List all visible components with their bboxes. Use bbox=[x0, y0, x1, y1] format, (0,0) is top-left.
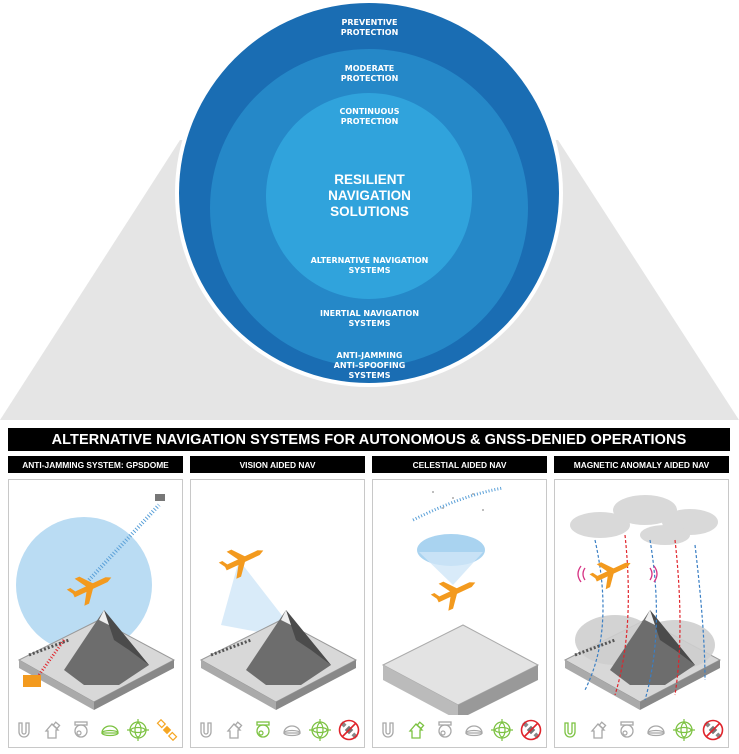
telescope-icon bbox=[588, 719, 610, 741]
mountain bbox=[210, 610, 331, 685]
panel-title: VISION AIDED NAV bbox=[190, 456, 365, 473]
section-title: ALTERNATIVE NAVIGATION SYSTEMS FOR AUTON… bbox=[8, 428, 730, 451]
sensor-icons bbox=[377, 719, 542, 741]
aircraft-icon bbox=[66, 576, 112, 606]
panel-illustration bbox=[554, 479, 729, 748]
magnet-icon bbox=[559, 719, 581, 741]
camera-icon bbox=[70, 719, 92, 741]
camera-icon bbox=[252, 719, 274, 741]
middle-ring-label: MODERATE PROTECTION bbox=[340, 64, 399, 83]
panel-3: CELESTIAL AIDED NAV bbox=[372, 456, 547, 748]
panel-title: ANTI-JAMMING SYSTEM: GPSDOME bbox=[8, 456, 183, 473]
protection-rings-diagram bbox=[0, 3, 739, 420]
middle-ring-system: INERTIAL NAVIGATION SYSTEMS bbox=[319, 309, 420, 328]
jamming-signal bbox=[37, 639, 66, 676]
no-satellite-icon bbox=[520, 719, 542, 741]
antenna-dome-icon bbox=[99, 719, 121, 741]
telescope-icon bbox=[224, 719, 246, 741]
stars bbox=[432, 491, 484, 511]
jammer-vehicle bbox=[23, 675, 41, 687]
antenna-dome-icon bbox=[463, 719, 485, 741]
magnetic-field-lines bbox=[584, 534, 706, 701]
ice-platform bbox=[381, 624, 540, 720]
telescope-icon bbox=[406, 719, 428, 741]
inner-ring bbox=[266, 93, 472, 299]
sensor-waves bbox=[577, 565, 658, 583]
camera-icon bbox=[616, 719, 638, 741]
panel-illustration bbox=[190, 479, 365, 748]
outer-ring-system: ANTI-JAMMING ANTI-SPOOFING SYSTEMS bbox=[333, 351, 406, 380]
gyroscope-icon bbox=[309, 719, 332, 741]
sensor-icons bbox=[13, 718, 178, 742]
gyroscope-icon bbox=[127, 719, 150, 741]
magnet-icon bbox=[13, 719, 35, 741]
camera-icon bbox=[434, 719, 456, 741]
celestial-track bbox=[412, 486, 504, 522]
satellite-signal bbox=[87, 503, 161, 582]
no-satellite-icon bbox=[338, 719, 360, 741]
scene bbox=[381, 486, 540, 720]
inner-ring-system: ALTERNATIVE NAVIGATION SYSTEMS bbox=[310, 256, 429, 275]
satellite-icon bbox=[156, 718, 178, 742]
panel-illustration bbox=[8, 479, 183, 748]
inner-ring-label: CONTINUOUS PROTECTION bbox=[339, 107, 400, 126]
outer-ring-label: PREVENTIVE PROTECTION bbox=[340, 18, 399, 37]
mountain bbox=[574, 610, 695, 685]
panel-illustration bbox=[372, 479, 547, 748]
magnet-icon bbox=[195, 719, 217, 741]
gyroscope-icon bbox=[491, 719, 514, 741]
panel-1: ANTI-JAMMING SYSTEM: GPSDOME bbox=[8, 456, 183, 748]
sensor-icons bbox=[559, 719, 724, 741]
gyroscope-icon bbox=[673, 719, 696, 741]
aircraft-icon bbox=[218, 549, 264, 579]
mountain bbox=[28, 610, 149, 685]
magnet-icon bbox=[377, 719, 399, 741]
clouds bbox=[570, 495, 718, 545]
no-satellite-icon bbox=[702, 719, 724, 741]
aircraft-icon bbox=[430, 581, 476, 611]
scene bbox=[563, 495, 722, 710]
antenna-dome-icon bbox=[645, 719, 667, 741]
center-label: RESILIENT NAVIGATION SOLUTIONS bbox=[328, 172, 411, 219]
sensor-icons bbox=[195, 719, 360, 741]
telescope-icon bbox=[42, 719, 64, 741]
scene bbox=[16, 494, 176, 710]
aircraft-icon bbox=[589, 562, 631, 590]
panel-title: CELESTIAL AIDED NAV bbox=[372, 456, 547, 473]
satellite bbox=[155, 494, 165, 501]
scene bbox=[199, 549, 358, 710]
panel-title: MAGNETIC ANOMALY AIDED NAV bbox=[554, 456, 729, 473]
panel-4: MAGNETIC ANOMALY AIDED NAV bbox=[554, 456, 729, 748]
panel-2: VISION AIDED NAV bbox=[190, 456, 365, 748]
antenna-dome-icon bbox=[281, 719, 303, 741]
